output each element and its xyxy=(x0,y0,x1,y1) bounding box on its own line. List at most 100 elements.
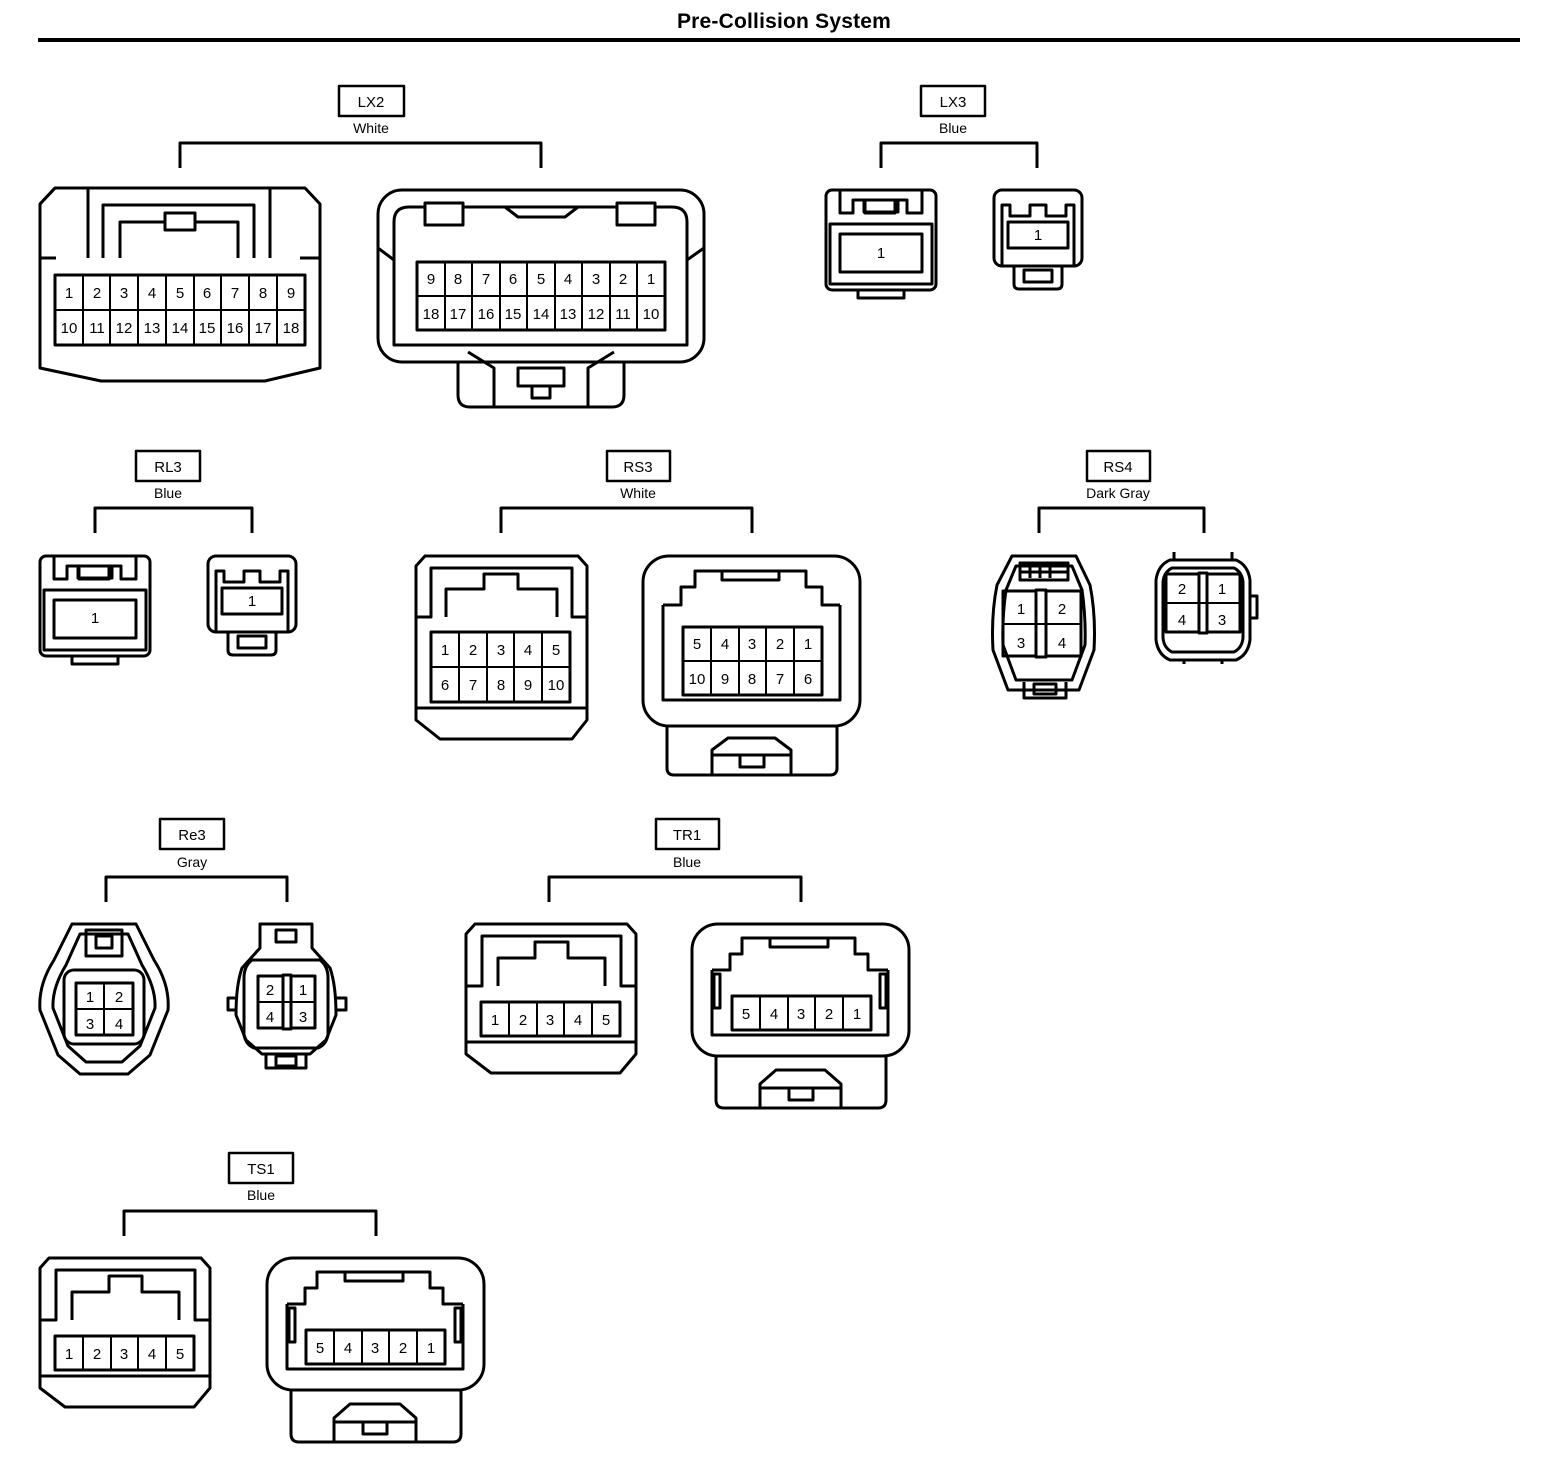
pin-label: 3 xyxy=(797,1006,805,1023)
connector-code-box xyxy=(1085,449,1152,483)
connector-ts1-left: 1 2 3 4 5 xyxy=(38,1256,212,1409)
pin-label: 7 xyxy=(469,677,477,694)
pin-label: 2 xyxy=(93,1346,101,1363)
connector-code-box xyxy=(134,449,202,483)
connector-lx3: LX3 Blue 1 1 xyxy=(824,84,1084,300)
pin-label: 7 xyxy=(231,285,239,302)
pin-label: 2 xyxy=(115,989,123,1006)
pin-label: 16 xyxy=(478,306,495,323)
pin-label: 1 xyxy=(91,610,99,627)
pin-label: 6 xyxy=(203,285,211,302)
pin-label: 4 xyxy=(564,271,572,288)
connector-rl3-left: 1 xyxy=(38,554,152,666)
pin-label: 5 xyxy=(552,642,560,659)
connector-lx2: LX2 White 1 xyxy=(38,84,706,409)
connector-code: RL3 xyxy=(154,459,182,476)
pin-label: 3 xyxy=(120,285,128,302)
pin-label: 1 xyxy=(441,642,449,659)
pin-label: 5 xyxy=(537,271,545,288)
pin-label: 2 xyxy=(469,642,477,659)
connector-code: LX2 xyxy=(358,94,385,111)
pin-label: 4 xyxy=(574,1012,582,1029)
connector-rs3: RS3 White 1 2 3 4 5 6 xyxy=(414,449,862,777)
pin-label: 9 xyxy=(524,677,532,694)
pin-label: 6 xyxy=(441,677,449,694)
connector-color: White xyxy=(353,120,389,136)
bracket xyxy=(122,1209,378,1236)
title-rule xyxy=(38,38,1520,42)
pin-label: 1 xyxy=(853,1006,861,1023)
pin-label: 9 xyxy=(427,271,435,288)
pin-label: 1 xyxy=(248,593,256,610)
pin-label: 16 xyxy=(227,320,244,337)
pin-label: 1 xyxy=(647,271,655,288)
connector-rl3: RL3 Blue 1 1 xyxy=(38,449,298,666)
connector-code: TR1 xyxy=(673,827,701,844)
pin-label: 4 xyxy=(344,1340,352,1357)
pin-grid: 1 2 3 4 5 6 7 8 9 10 11 12 13 14 15 16 1 xyxy=(55,275,305,345)
pin-label: 11 xyxy=(615,306,631,323)
pin-label: 5 xyxy=(742,1006,750,1023)
pin-label: 1 xyxy=(65,1346,73,1363)
pin-label: 18 xyxy=(423,306,440,323)
connector-rs4: RS4 Dark Gray 1 2 3 4 xyxy=(991,449,1259,700)
pin-label: 4 xyxy=(266,1009,274,1026)
pin-label: 7 xyxy=(776,671,784,688)
pin-label: 9 xyxy=(721,671,729,688)
pin-label: 8 xyxy=(497,677,505,694)
connector-color: Gray xyxy=(177,854,207,870)
pin-label: 2 xyxy=(825,1006,833,1023)
pin-label: 2 xyxy=(399,1340,407,1357)
pin-label: 4 xyxy=(148,285,156,302)
pin-label: 5 xyxy=(602,1012,610,1029)
pin-label: 3 xyxy=(592,271,600,288)
pin-label: 1 xyxy=(804,636,812,653)
pin-label: 1 xyxy=(1218,581,1226,598)
bracket xyxy=(104,875,289,902)
pin-label: 5 xyxy=(176,285,184,302)
pin-label: 10 xyxy=(548,677,565,694)
pin-label: 18 xyxy=(283,320,300,337)
pin-label: 3 xyxy=(748,636,756,653)
connector-color: Blue xyxy=(939,120,967,136)
bracket xyxy=(1037,506,1206,533)
pin-label: 10 xyxy=(689,671,706,688)
pin-label: 2 xyxy=(266,982,274,999)
pin-label: 13 xyxy=(560,306,577,323)
connector-tr1-right: 5 4 3 2 1 xyxy=(690,922,911,1110)
pin-label: 4 xyxy=(115,1016,123,1033)
pin-grid: 5 4 3 2 1 10 9 8 7 6 xyxy=(683,627,822,695)
page-title: Pre-Collision System xyxy=(676,10,892,33)
pin-label: 8 xyxy=(454,271,462,288)
pin-label: 3 xyxy=(86,1016,94,1033)
pin-label: 15 xyxy=(199,320,216,337)
pin-label: 2 xyxy=(1058,601,1066,618)
pin-label: 14 xyxy=(533,306,550,323)
pin-label: 1 xyxy=(877,245,885,262)
pin-label: 3 xyxy=(1218,612,1226,629)
connector-color: Dark Gray xyxy=(1086,485,1150,501)
connector-rs3-right: 5 4 3 2 1 10 9 8 7 6 xyxy=(641,554,862,777)
pin-label: 4 xyxy=(1058,635,1066,652)
pin-label: 17 xyxy=(255,320,272,337)
pin-label: 2 xyxy=(93,285,101,302)
connector-rs4-left: 1 2 3 4 xyxy=(991,554,1096,700)
bracket xyxy=(178,141,543,168)
pin-grid: 9 8 7 6 5 4 3 2 1 18 17 16 15 14 13 12 1 xyxy=(417,262,665,330)
pin-label: 2 xyxy=(776,636,784,653)
pin-label: 3 xyxy=(546,1012,554,1029)
connector-code-box xyxy=(158,817,226,851)
pin-label: 2 xyxy=(619,271,627,288)
pin-label: 3 xyxy=(299,1009,307,1026)
pin-label: 13 xyxy=(144,320,161,337)
connector-code: LX3 xyxy=(940,94,967,111)
pin-label: 6 xyxy=(804,671,812,688)
pin-grid: 1 2 3 4 5 6 7 8 9 10 xyxy=(431,632,570,702)
pin-label: 3 xyxy=(120,1346,128,1363)
pin-label: 3 xyxy=(371,1340,379,1357)
pin-label: 1 xyxy=(65,285,73,302)
pin-label: 2 xyxy=(519,1012,527,1029)
connector-tr1-left: 1 2 3 4 5 xyxy=(464,922,638,1075)
pin-label: 5 xyxy=(693,636,701,653)
